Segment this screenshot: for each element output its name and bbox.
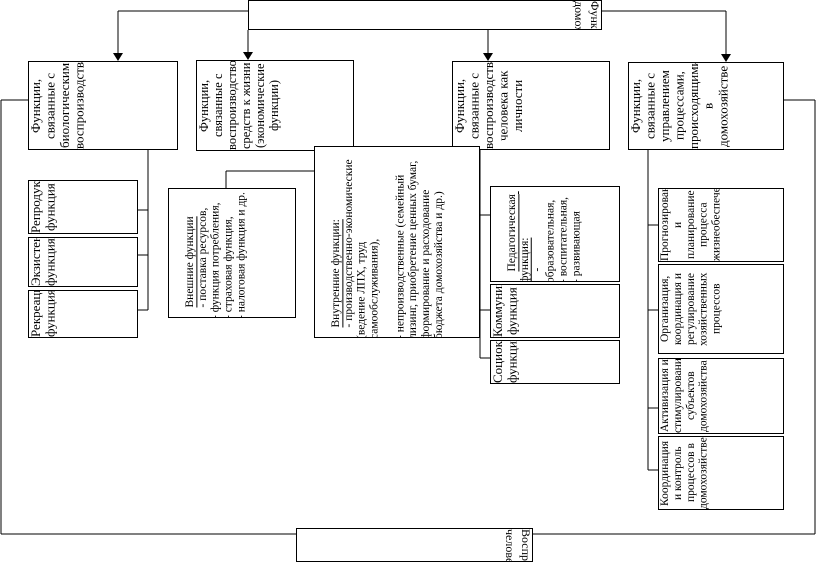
management-item-organization: Организация, координация и регулирование… xyxy=(658,264,784,354)
category-biological: Функции, связанные с биологическим воспр… xyxy=(28,61,178,150)
category-personality-label: Функции, связанные с воспроизводством че… xyxy=(452,61,526,149)
management-item-activation: Активизация и стимулирование субъектов д… xyxy=(658,358,784,434)
biological-item-existential: Экзистенциальная функция xyxy=(28,237,138,287)
top-title-box: Функции домохозяйства xyxy=(248,0,602,30)
category-means: Функции, связанные с воспроизводством ср… xyxy=(196,60,354,151)
management-item-label: Прогнозирование и планирование процесса … xyxy=(659,188,723,261)
category-means-label: Функции, связанные с воспроизводством ср… xyxy=(197,60,281,150)
biological-item-label: Рекреационная функция xyxy=(28,290,58,337)
personality-item-pedagogical: Педагогическая функция: - образовательна… xyxy=(490,186,620,282)
category-personality: Функции, связанные с воспроизводством че… xyxy=(452,61,610,150)
management-item-coordination: Координация и контроль процессов в домох… xyxy=(658,436,784,510)
category-management: Функции, связанные с управлением процесс… xyxy=(628,62,784,150)
bottom-title-box: Воспроизводство человека xyxy=(296,528,533,562)
bottom-title: Воспроизводство человека xyxy=(503,529,532,562)
management-item-label: Организация, координация и регулирование… xyxy=(659,269,723,346)
biological-item-reproductive: Репродуктивная функция xyxy=(28,180,138,234)
biological-item-label: Экзистенциальная функция xyxy=(29,238,58,286)
external-functions-title: Внешние функции xyxy=(183,216,196,308)
management-item-forecasting: Прогнозирование и планирование процесса … xyxy=(658,188,784,262)
pedagogical-text: - образовательная, - воспитательная, - р… xyxy=(531,196,583,282)
internal-functions-title: Внутренние функции: xyxy=(329,219,342,328)
external-functions-box: Внешние функции - поставка ресурсов, - ф… xyxy=(168,188,296,318)
communicative-label: Коммуникативная функция xyxy=(490,284,520,337)
category-biological-label: Функции, связанные с биологическим воспр… xyxy=(28,61,87,149)
biological-item-recreational: Рекреационная функция xyxy=(28,290,138,338)
personality-item-sociocultural: Социокультурная функция xyxy=(490,340,620,384)
top-title: Функции домохозяйства xyxy=(572,1,602,30)
management-item-label: Координация и контроль процессов в домох… xyxy=(659,437,710,509)
pedagogical-title: Педагогическая функция: xyxy=(505,191,531,282)
external-functions-text: - поставка ресурсов, - функция потреблен… xyxy=(196,192,248,318)
management-item-label: Активизация и стимулирование субъектов д… xyxy=(659,358,710,433)
biological-item-label: Репродуктивная функция xyxy=(28,180,58,233)
internal-functions-box: Внутренние функции: - производственно-эк… xyxy=(314,146,480,338)
internal-functions-text: - производственно-экономические (ведение… xyxy=(342,159,445,338)
sociocultural-label: Социокультурная функция xyxy=(491,340,520,383)
category-management-label: Функции, связанные с управлением процесс… xyxy=(628,62,731,149)
personality-item-communicative: Коммуникативная функция xyxy=(490,284,620,338)
